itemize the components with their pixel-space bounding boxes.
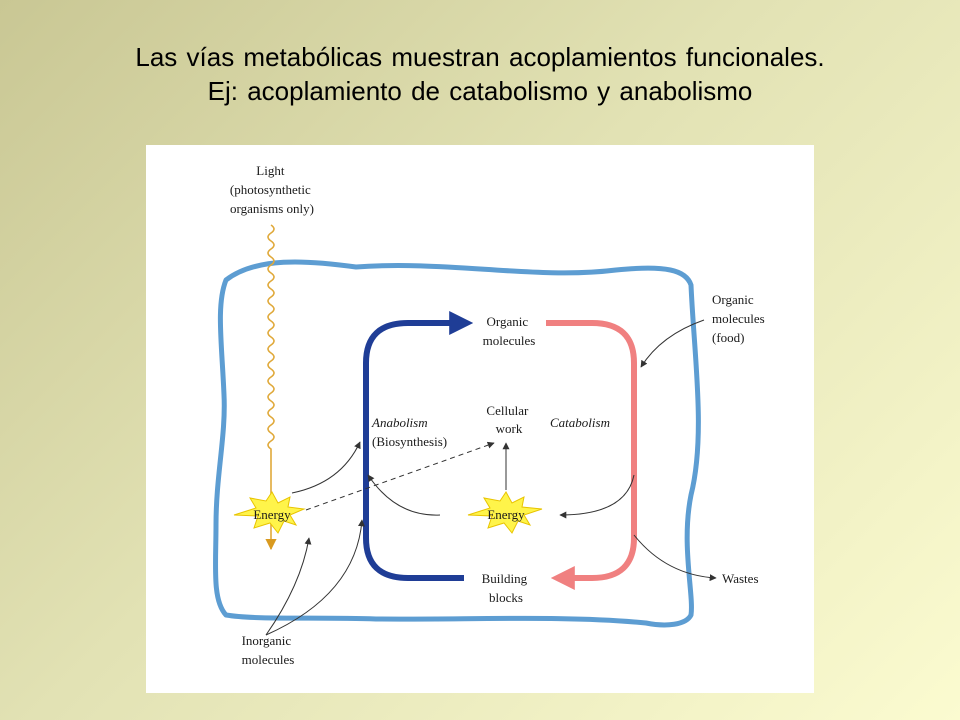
light-label: Light (photosynthetic organisms only)	[230, 163, 314, 216]
catabolism-arrow	[546, 320, 637, 590]
cellular-work-line-1: Cellular	[486, 403, 529, 418]
arrow-energy-to-anabolism	[367, 474, 441, 516]
arrow-inorganic-to-energy	[265, 537, 312, 636]
anabolism-arrow	[363, 311, 474, 581]
slide-title: Las vías metabólicas muestran acoplamien…	[0, 40, 960, 108]
building-blocks-line-1: Building	[482, 571, 528, 586]
energy-star-center: Energy	[467, 491, 543, 534]
inorganic-label: Inorganic molecules	[242, 633, 295, 667]
arrow-catabolism-to-wastes	[633, 534, 717, 582]
inorganic-line-2: molecules	[242, 652, 295, 667]
cell-membrane	[212, 259, 701, 628]
energy-star-left: Energy	[233, 491, 306, 534]
organic-molecules-line-2: molecules	[483, 333, 536, 348]
light-label-line-3: organisms only)	[230, 201, 314, 216]
organic-food-line-1: Organic	[712, 292, 754, 307]
organic-molecules-label: Organic molecules	[483, 314, 536, 348]
organic-food-line-2: molecules	[712, 311, 765, 326]
arrow-catabolism-to-energy	[559, 474, 635, 519]
cellular-work-label: Cellular work	[486, 403, 531, 436]
light-label-line-2: (photosynthetic	[230, 182, 311, 197]
organic-food-label: Organic molecules (food)	[712, 292, 768, 345]
inorganic-line-1: Inorganic	[242, 633, 292, 648]
arrow-food-to-catabolism	[640, 319, 705, 368]
slide-title-line-2: Ej: acoplamiento de catabolismo y anabol…	[207, 76, 753, 106]
wastes-label: Wastes	[722, 571, 759, 586]
light-label-line-1: Light	[256, 163, 285, 178]
cellular-work-line-2: work	[496, 421, 523, 436]
anabolism-label: Anabolism (Biosynthesis)	[371, 415, 447, 449]
catabolism-label: Catabolism	[550, 415, 610, 430]
organic-food-line-3: (food)	[712, 330, 745, 345]
building-blocks-line-2: blocks	[489, 590, 523, 605]
slide-title-line-1: Las vías metabólicas muestran acoplamien…	[135, 42, 825, 72]
arrow-inorganic-to-anabolism	[265, 519, 365, 636]
building-blocks-label: Building blocks	[482, 571, 531, 605]
organic-molecules-line-1: Organic	[487, 314, 529, 329]
metabolism-diagram: Energy Energy Light (photosynthetic orga…	[146, 145, 814, 693]
anabolism-line-1: Anabolism	[371, 415, 428, 430]
energy-center-label: Energy	[487, 507, 525, 522]
energy-left-label: Energy	[253, 507, 291, 522]
arrow-light-energy-to-work	[305, 441, 495, 511]
arrow-light-energy-to-anabolism	[291, 441, 361, 494]
light-wave	[265, 224, 277, 551]
diagram-canvas: Energy Energy Light (photosynthetic orga…	[212, 163, 768, 667]
anabolism-line-2: (Biosynthesis)	[372, 434, 447, 449]
